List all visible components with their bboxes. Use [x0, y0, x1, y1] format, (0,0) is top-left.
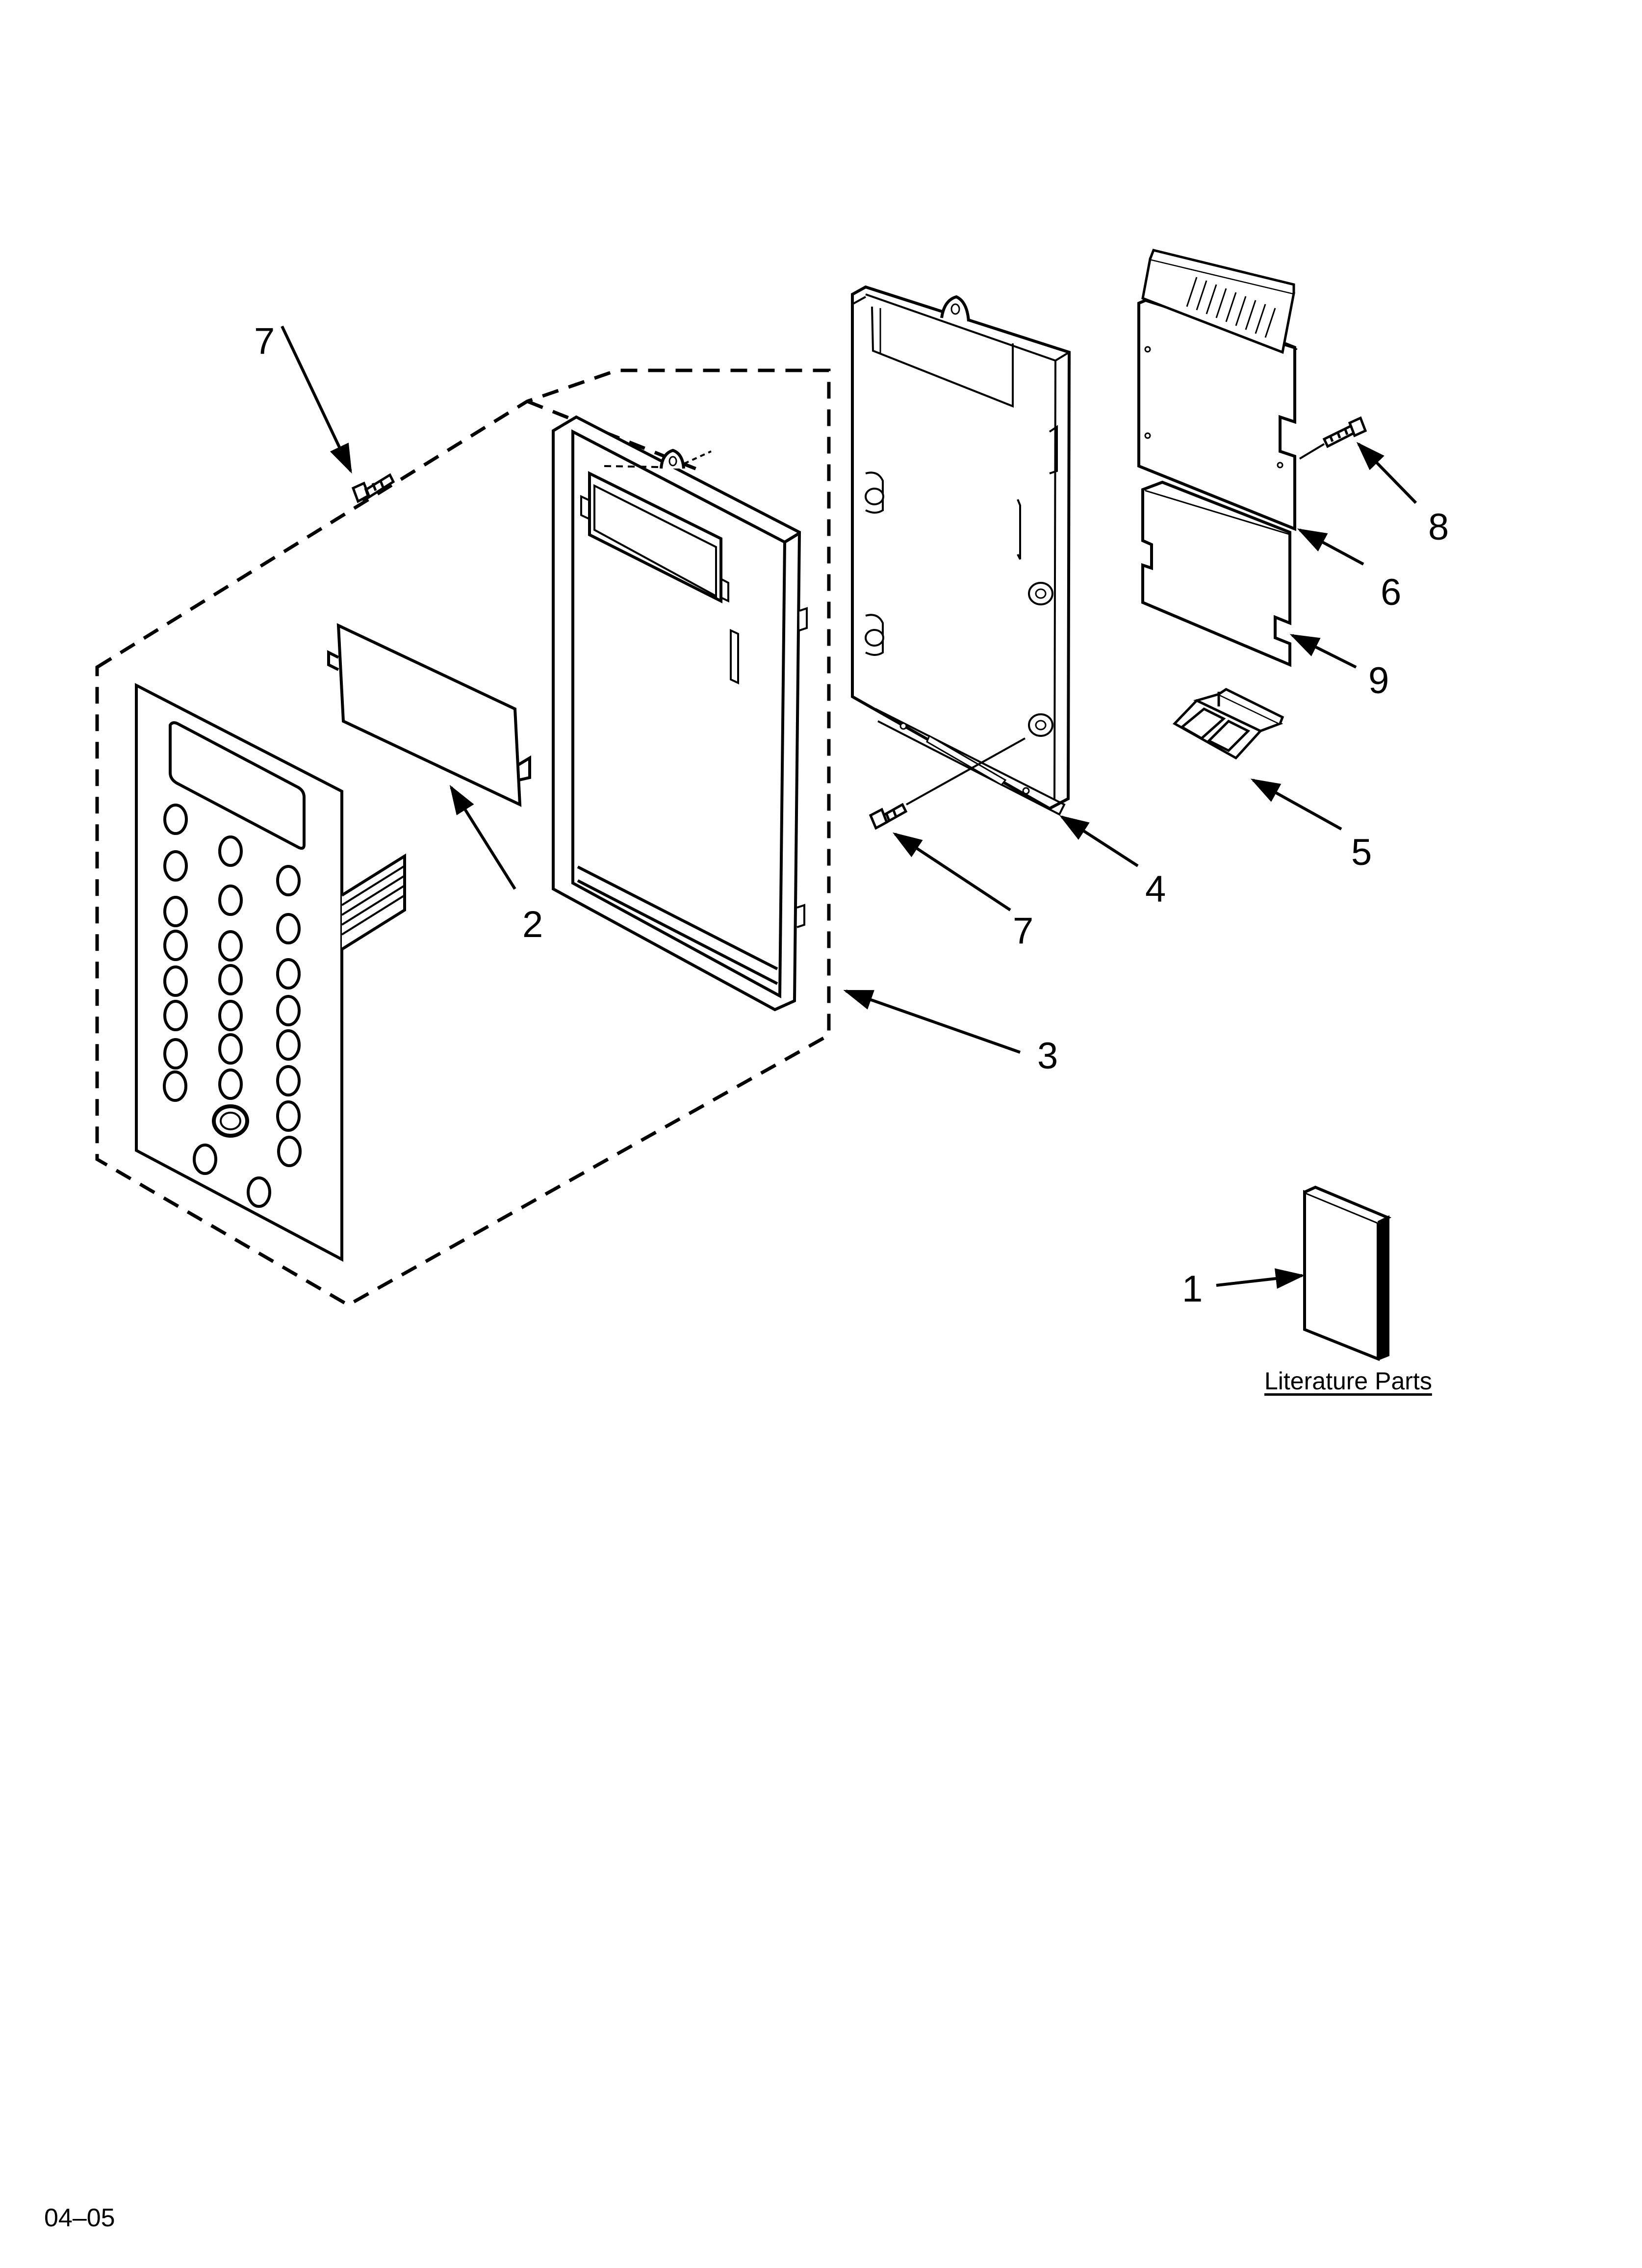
callout-1: 1: [1182, 1268, 1203, 1310]
leader-9: [1289, 634, 1357, 669]
callout-5: 5: [1351, 832, 1372, 873]
callout-6: 6: [1381, 572, 1402, 613]
callout-3: 3: [1037, 1035, 1058, 1077]
leader-arrows: [281, 325, 1417, 1289]
display-window: [327, 623, 531, 807]
leader-6: [1297, 528, 1364, 566]
leader-5: [1250, 779, 1342, 831]
callout-7-lower: 7: [1013, 910, 1034, 952]
screw-lower: [869, 737, 1026, 830]
leader-7-upper: [281, 325, 352, 474]
keypad-overlay: [135, 683, 406, 1262]
revision-code: 04–05: [44, 2204, 115, 2232]
mounting-bracket: [1172, 688, 1284, 760]
callout-2: 2: [522, 904, 543, 945]
callout-9: 9: [1368, 660, 1389, 702]
leader-4: [1059, 815, 1139, 867]
leader-1: [1216, 1268, 1305, 1289]
control-panel-frame: [552, 415, 808, 1012]
literature-parts-label: Literature Parts: [1264, 1367, 1432, 1395]
screw-board: [1299, 416, 1367, 460]
control-housing: [851, 285, 1071, 816]
leader-7-lower: [892, 832, 1011, 912]
leader-3: [843, 990, 1021, 1054]
leader-8: [1356, 442, 1417, 504]
screw-upper: [351, 473, 395, 503]
callout-8: 8: [1428, 506, 1449, 548]
control-board: [1137, 249, 1298, 531]
callout-4: 4: [1145, 868, 1166, 910]
callout-7-upper: 7: [254, 320, 275, 362]
literature-booklet: [1303, 1185, 1392, 1361]
leader-2: [449, 784, 516, 890]
